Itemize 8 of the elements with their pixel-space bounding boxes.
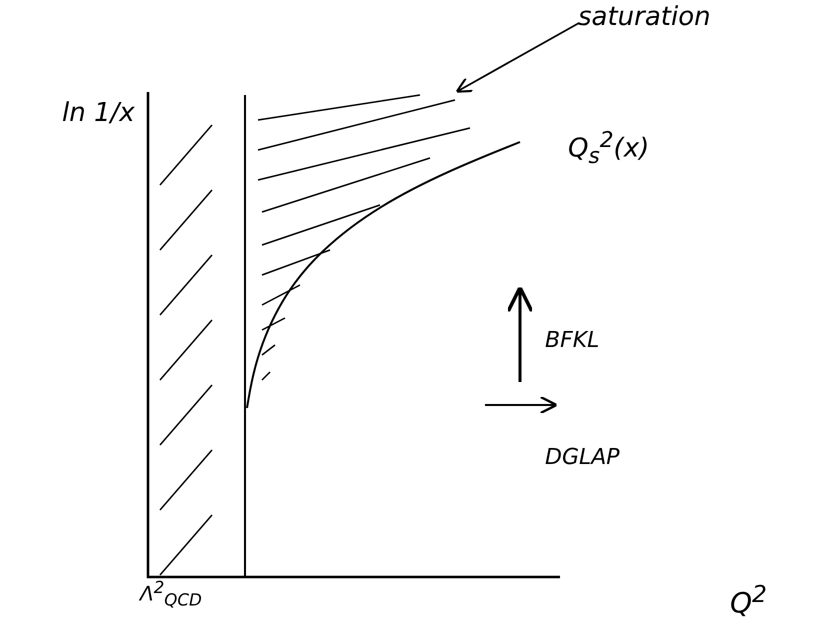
annotation-text: saturation [578,2,711,32]
hatched-area [258,94,470,381]
direction-label: DGLAP [545,445,620,470]
arrow [456,22,580,93]
curve-label: Q$_{s}$$^{2}$(x) [568,128,650,169]
direction-label: BFKL [545,328,600,353]
axis-label: Q$^{2}$ [730,580,767,617]
axis-label: ln 1/x [62,98,135,128]
